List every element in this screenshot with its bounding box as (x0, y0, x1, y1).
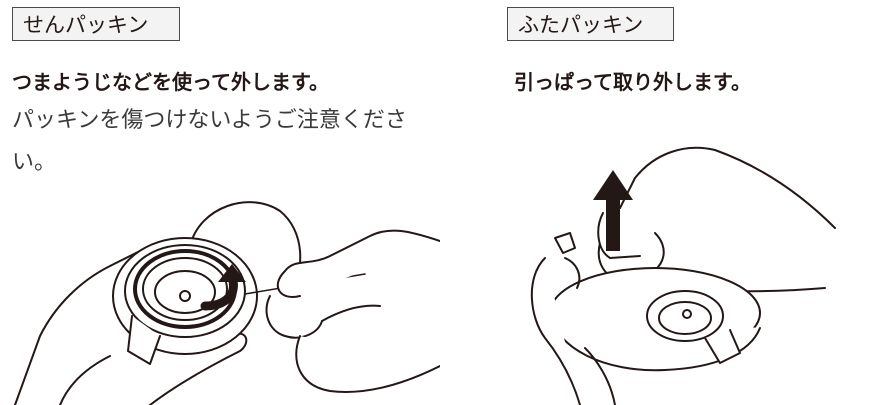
lid-gasket-illustration (505, 138, 874, 405)
lid-gasket-instruction: 引っぱって取り外します。 (514, 70, 751, 94)
stopper-gasket-label: せんパッキン (12, 7, 180, 41)
stopper-gasket-caution: パッキンを傷つけないようご注意ください。 (12, 108, 407, 175)
lid-gasket-section: ふたパッキン 引っぱって取り外します。 (505, 0, 874, 405)
stopper-gasket-illustration (0, 186, 440, 405)
stopper-gasket-instruction: つまようじなどを使って外します。 (12, 70, 329, 94)
lid-gasket-label: ふたパッキン (507, 7, 674, 41)
stopper-gasket-section: せんパッキン つまようじなどを使って外します。 パッキンを傷つけないようご注意く… (0, 7, 440, 405)
